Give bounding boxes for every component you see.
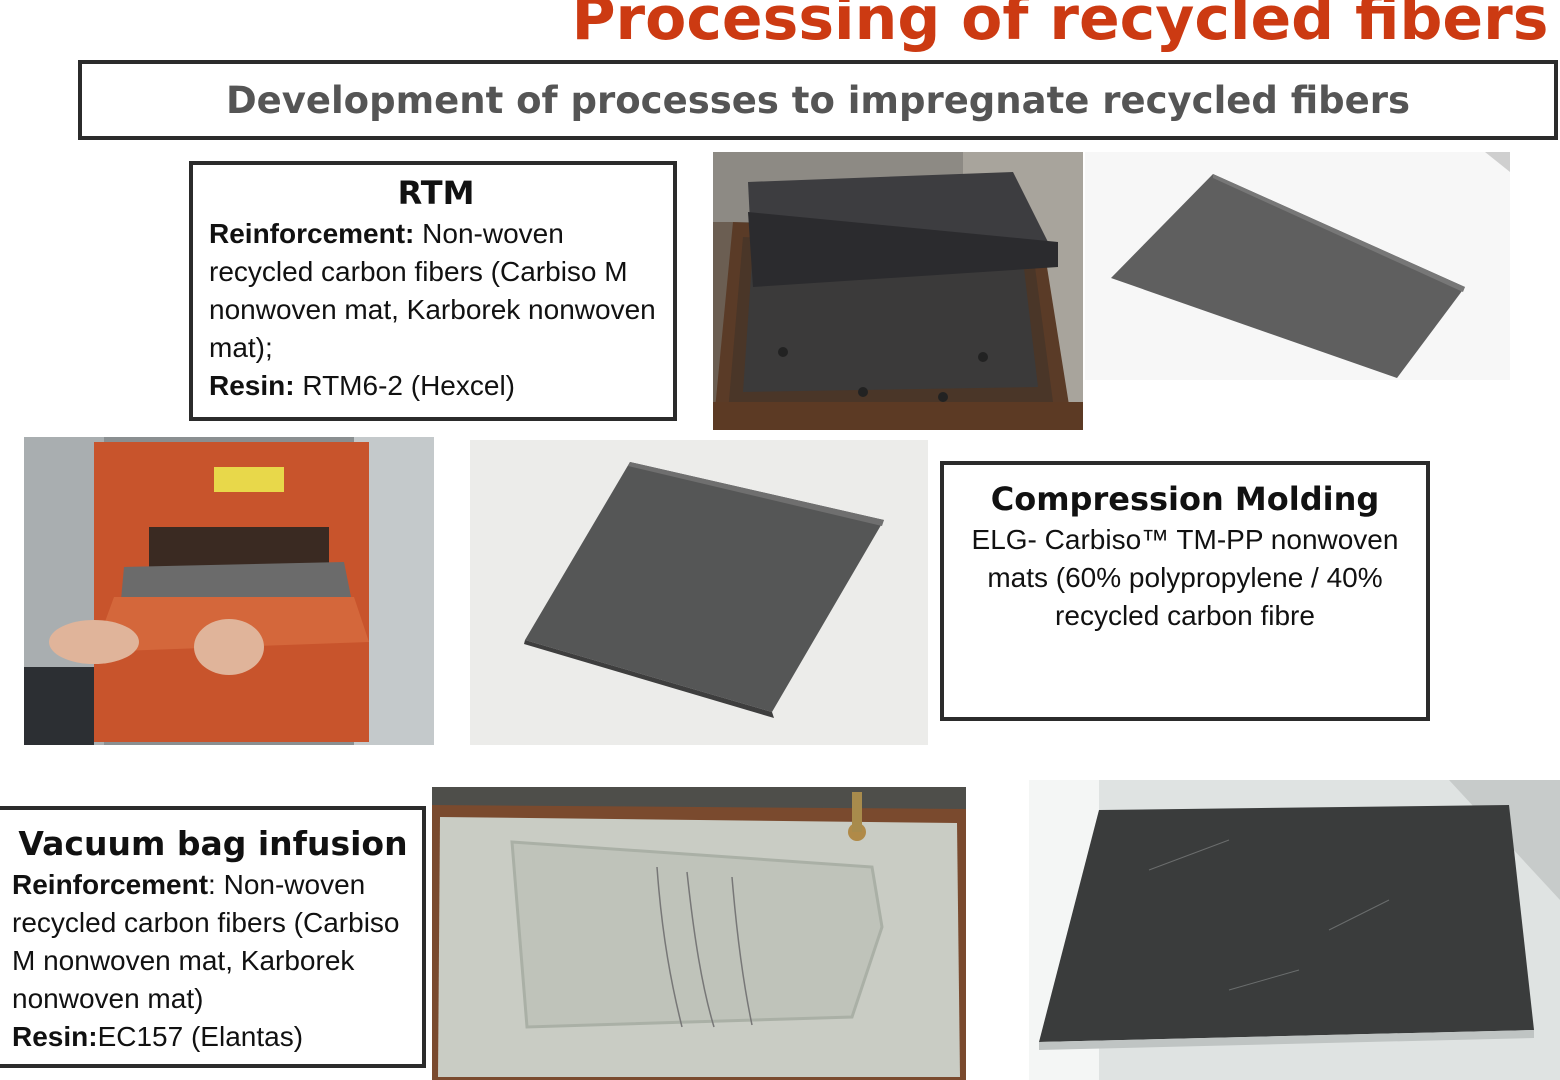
rtm-description-box: RTM Reinforcement: Non-woven recycled ca… — [189, 161, 677, 421]
compression-press-photo — [24, 437, 434, 745]
rtm-resin-label: Resin: — [209, 370, 295, 401]
vacuum-bag-reinforcement-text: : Non-woven recycled carbon fibers (Carb… — [12, 869, 400, 1014]
compression-molding-description-box: Compression Molding ELG- Carbiso™ TM-PP … — [940, 461, 1430, 721]
rtm-reinforcement-text: Non-woven recycled carbon fibers (Carbis… — [209, 218, 656, 363]
rtm-heading: RTM — [397, 174, 475, 212]
vacuum-bag-reinforcement: Reinforcement: Non-woven recycled carbon… — [12, 866, 414, 1018]
compression-molding-text: ELG- Carbiso™ TM-PP nonwoven mats (60% p… — [971, 524, 1399, 631]
compression-molded-plate-photo — [470, 440, 928, 745]
subtitle: Development of processes to impregnate r… — [225, 78, 1411, 122]
rtm-finished-plate-photo — [1085, 152, 1510, 380]
rtm-resin: Resin: RTM6-2 (Hexcel) — [209, 367, 663, 405]
vacuum-bag-resin-label: Resin: — [12, 1021, 98, 1052]
subtitle-box: Development of processes to impregnate r… — [78, 60, 1558, 140]
vacuum-bag-resin: Resin:EC157 (Elantas) — [12, 1018, 414, 1056]
vacuum-bag-reinforcement-label: Reinforcement — [12, 869, 209, 900]
page-title: Processing of recycled fibers — [571, 0, 1549, 54]
vacuum-bag-finished-plate-photo — [1029, 780, 1560, 1080]
vacuum-bag-setup-photo — [432, 787, 966, 1080]
rtm-resin-text: RTM6-2 (Hexcel) — [294, 370, 515, 401]
vacuum-bag-description-box: Vacuum bag infusion Reinforcement: Non-w… — [0, 806, 426, 1068]
vacuum-bag-resin-text: EC157 (Elantas) — [97, 1021, 304, 1052]
rtm-reinforcement: Reinforcement: Non-woven recycled carbon… — [209, 215, 663, 367]
vacuum-bag-heading: Vacuum bag infusion — [18, 824, 408, 863]
compression-molding-heading: Compression Molding — [990, 480, 1380, 518]
rtm-mold-photo — [713, 152, 1083, 430]
rtm-reinforcement-label: Reinforcement: — [209, 218, 415, 249]
